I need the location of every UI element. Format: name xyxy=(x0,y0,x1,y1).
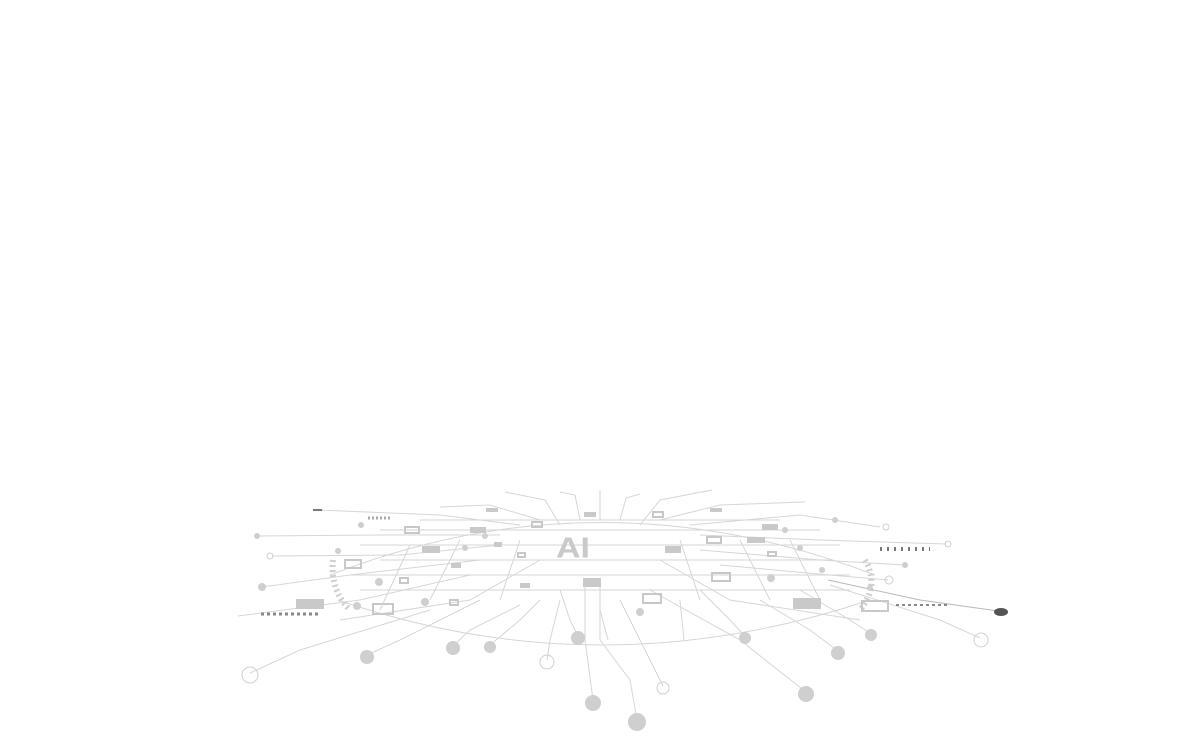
grid-pads xyxy=(335,517,873,616)
ai-label: AI xyxy=(556,531,590,564)
inner-grid xyxy=(339,519,861,621)
bottom-traces xyxy=(241,579,1008,731)
dashed-bars xyxy=(261,516,948,616)
components xyxy=(296,508,889,615)
